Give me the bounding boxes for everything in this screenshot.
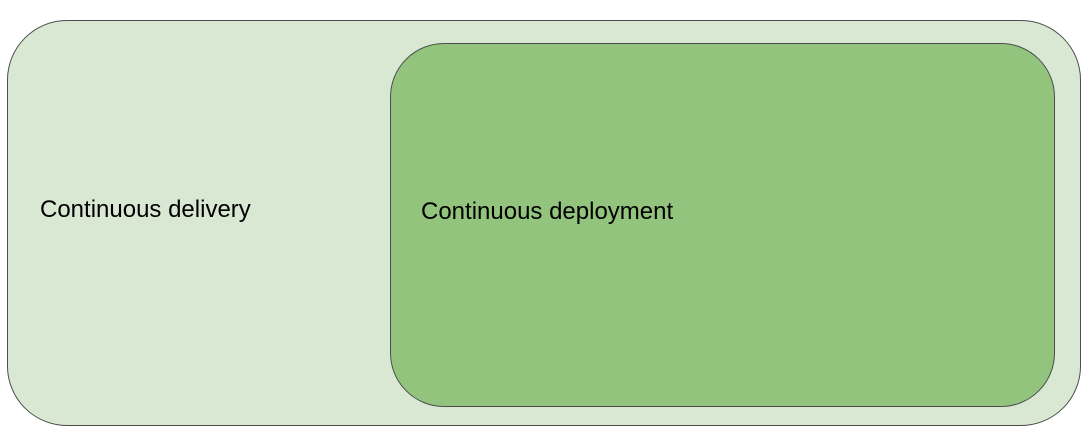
continuous-deployment-label: Continuous deployment [421, 198, 674, 225]
continuous-delivery-label: Continuous delivery [40, 196, 251, 223]
continuous-deployment-region [390, 43, 1055, 407]
